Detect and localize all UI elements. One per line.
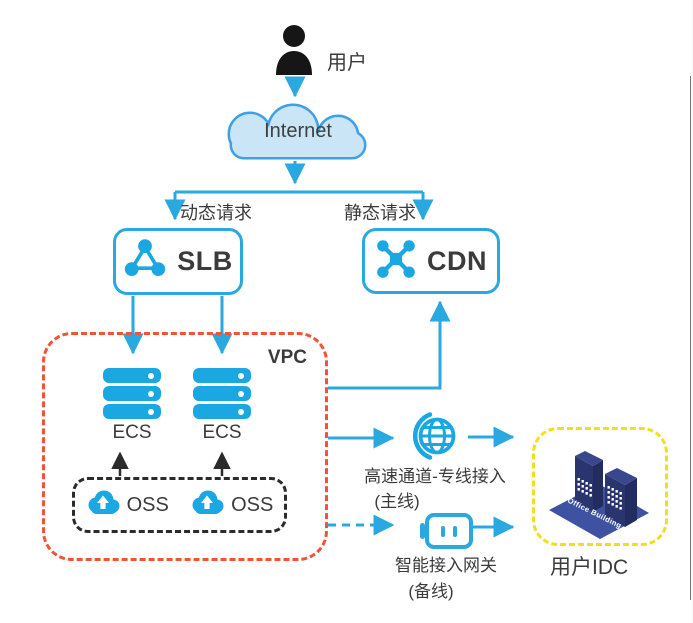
edge-strip: [691, 0, 693, 623]
oss-left-label: OSS: [126, 493, 169, 516]
oss-group: OSS OSS: [72, 477, 287, 533]
sag-label: 智能接入网关: [395, 556, 497, 575]
arrow-vpc-to-cdn: [328, 300, 451, 390]
ecs-left: ECS: [103, 368, 161, 444]
server-icon: [103, 368, 161, 383]
oss-cloud-icon: [86, 489, 120, 521]
server-icon: [103, 386, 161, 401]
ecs-right: ECS: [193, 368, 251, 444]
oss-right-label: OSS: [231, 493, 274, 516]
express-connect-subline: (主线): [374, 492, 420, 511]
sag-slot: [441, 525, 445, 537]
slb-icon: [123, 237, 167, 286]
idc-label: 用户IDC: [550, 556, 629, 579]
cdn-label: CDN: [427, 245, 487, 276]
ecs-right-label: ECS: [202, 422, 242, 443]
oss-left: OSS: [86, 489, 169, 521]
oss-right: OSS: [190, 489, 273, 521]
window-edge-line: [690, 76, 691, 600]
sag-icon: [420, 513, 473, 549]
cdn-icon: [375, 238, 417, 285]
ecs-left-label: ECS: [112, 422, 152, 443]
server-icon: [193, 368, 251, 383]
slb-node: SLB: [113, 228, 243, 295]
server-icon: [103, 404, 161, 419]
dynamic-request-label: 动态请求: [180, 203, 252, 223]
server-icon: [193, 386, 251, 401]
cdn-node: CDN: [362, 228, 500, 294]
user-label: 用户: [327, 52, 367, 74]
vpc-region: VPC: [42, 332, 328, 561]
vpc-label: VPC: [267, 347, 307, 368]
express-connect-icon: [407, 407, 465, 465]
sag-plug-tab: [420, 523, 425, 539]
express-connect-label: 高速通道-专线接入: [364, 467, 506, 486]
slb-label: SLB: [177, 246, 233, 276]
idc-region: Office Building: [532, 427, 668, 546]
server-icon: [193, 404, 251, 419]
static-request-label: 静态请求: [344, 203, 416, 223]
internet-label: Internet: [264, 120, 332, 142]
sag-subline: (备线): [408, 582, 454, 601]
office-building-graphic: Office Building: [549, 451, 649, 539]
user-icon: [272, 24, 316, 76]
oss-cloud-icon: [190, 489, 224, 521]
sag-slot: [453, 525, 457, 537]
internet-cloud: Internet: [208, 103, 388, 161]
